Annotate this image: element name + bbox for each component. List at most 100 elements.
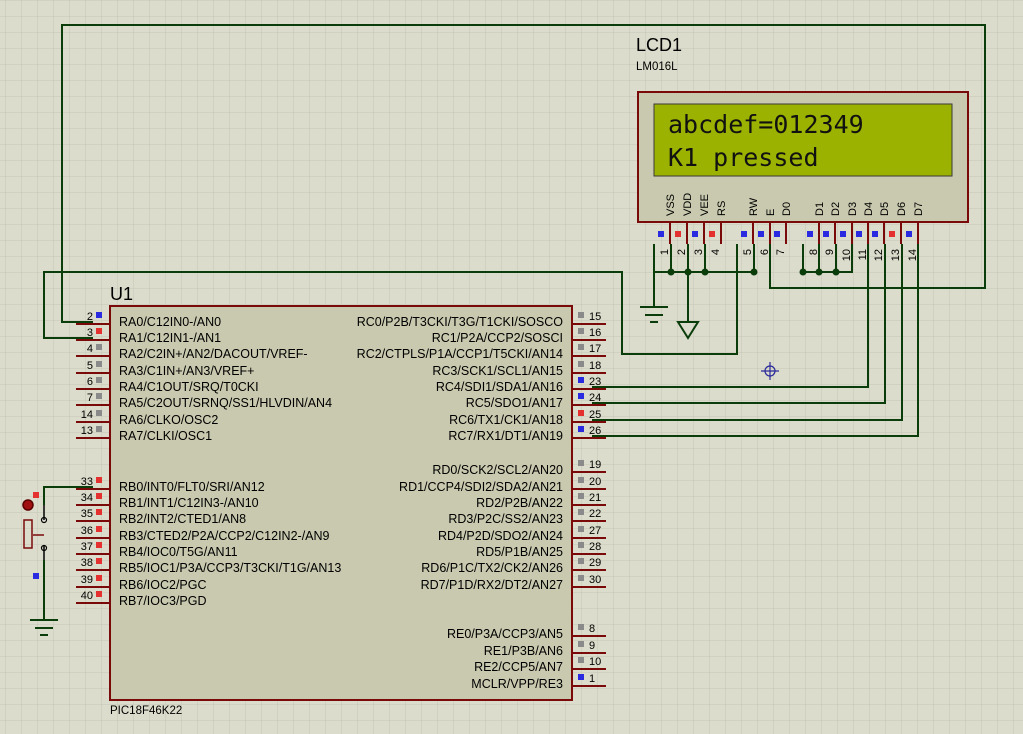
lcd-pin-d0[interactable]: D07 xyxy=(774,202,793,255)
lcd-pin-d1[interactable]: D18 xyxy=(807,202,826,255)
pin-number: 3 xyxy=(693,249,705,255)
pin-state-indicator xyxy=(578,344,584,350)
lcd-pin-rs[interactable]: RS4 xyxy=(709,201,728,255)
ground-button-symbol xyxy=(30,619,58,636)
pin-number: 7 xyxy=(87,392,93,404)
lcd-pin-e[interactable]: E6 xyxy=(758,209,777,255)
lcd-pin-d2[interactable]: D29 xyxy=(823,202,842,255)
pin-state-indicator xyxy=(96,312,102,318)
pin-name: RW xyxy=(748,197,760,216)
pin-label: MCLR/VPP/RE3 xyxy=(471,677,563,691)
pin-number: 12 xyxy=(873,249,885,261)
pushbutton-k1[interactable] xyxy=(22,492,48,579)
pin-name: D6 xyxy=(896,202,908,216)
pin-state-indicator xyxy=(709,231,715,237)
pin-number: 18 xyxy=(589,360,601,372)
pin-number: 21 xyxy=(589,492,601,504)
pin-state-indicator xyxy=(96,509,102,515)
pin-number: 6 xyxy=(759,249,771,255)
pin-state-indicator xyxy=(578,542,584,548)
pin-label: RC6/TX1/CK1/AN18 xyxy=(449,413,563,427)
wire-d7 xyxy=(592,244,919,437)
pin-number: 15 xyxy=(589,311,601,323)
pin-number: 40 xyxy=(81,590,93,602)
mcu-body[interactable] xyxy=(109,305,573,701)
wire-d5 xyxy=(592,244,886,404)
pin-state-indicator xyxy=(578,312,584,318)
pin-label: RA1/C12IN1-/AN1 xyxy=(119,331,221,345)
wire-d0-d3-gnd xyxy=(802,244,853,273)
pin-label: RD5/P1B/AN25 xyxy=(476,545,563,559)
pin-state-indicator xyxy=(741,231,747,237)
pin-number: 30 xyxy=(589,574,601,586)
pin-label: RC3/SCK1/SCL1/AN15 xyxy=(432,364,563,378)
pin-number: 2 xyxy=(676,249,688,255)
pin-number: 8 xyxy=(808,249,820,255)
pin-label: RD0/SCK2/SCL2/AN20 xyxy=(432,463,563,477)
lcd-ref-label: LCD1 xyxy=(636,35,682,55)
lcd-lm016l[interactable]: LCD1 LM016L abcdef=012349 K1 pressed VSS… xyxy=(636,35,969,261)
pin-number: 36 xyxy=(81,525,93,537)
pin-label: RA4/C1OUT/SRQ/T0CKI xyxy=(119,380,259,394)
pin-state-indicator xyxy=(675,231,681,237)
pin-state-indicator xyxy=(578,377,584,383)
pin-label: RB6/IOC2/PGC xyxy=(119,578,207,592)
pin-number: 35 xyxy=(81,508,93,520)
pin-state-indicator xyxy=(96,526,102,532)
pin-state-indicator xyxy=(774,231,780,237)
pin-state-indicator xyxy=(889,231,895,237)
pin-state-indicator xyxy=(872,231,878,237)
pin-state-indicator xyxy=(578,509,584,515)
lcd-pin-rw[interactable]: RW5 xyxy=(741,197,760,255)
mcu-pin-18[interactable]: 18 RC3/SCK1/SCL1/AN15 xyxy=(432,360,606,378)
pin-number: 7 xyxy=(775,249,787,255)
pin-state-indicator xyxy=(856,231,862,237)
pin-state-indicator xyxy=(96,361,102,367)
